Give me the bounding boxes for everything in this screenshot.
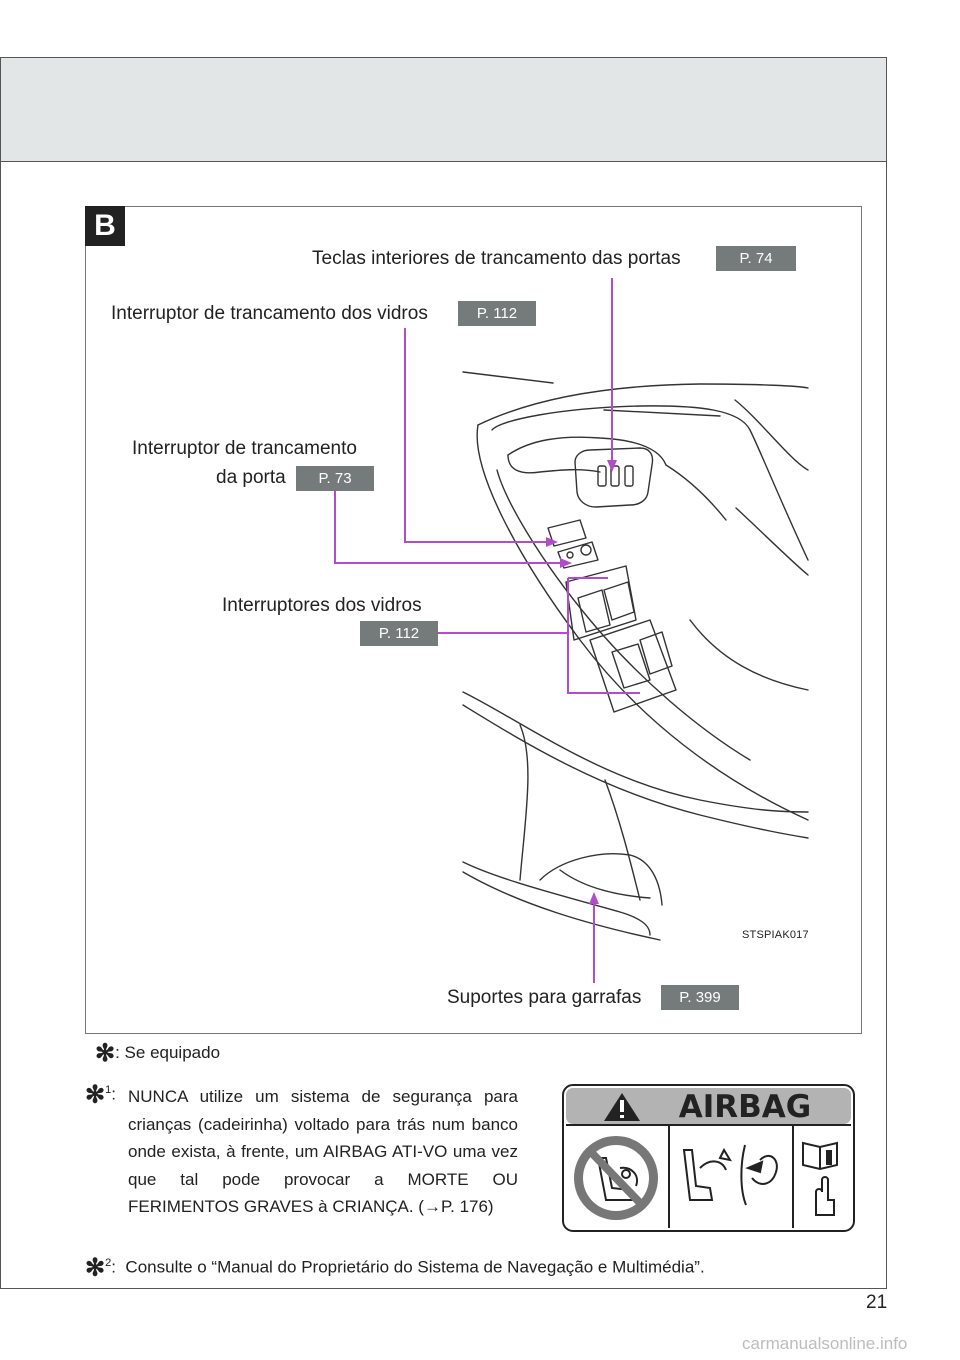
no-rear-facing-seat-icon xyxy=(574,1136,658,1220)
watermark-text: carmanualsonline.info xyxy=(742,1334,907,1354)
page-number: 21 xyxy=(866,1292,887,1314)
airbag-label-title: AIRBAG xyxy=(679,1089,811,1125)
